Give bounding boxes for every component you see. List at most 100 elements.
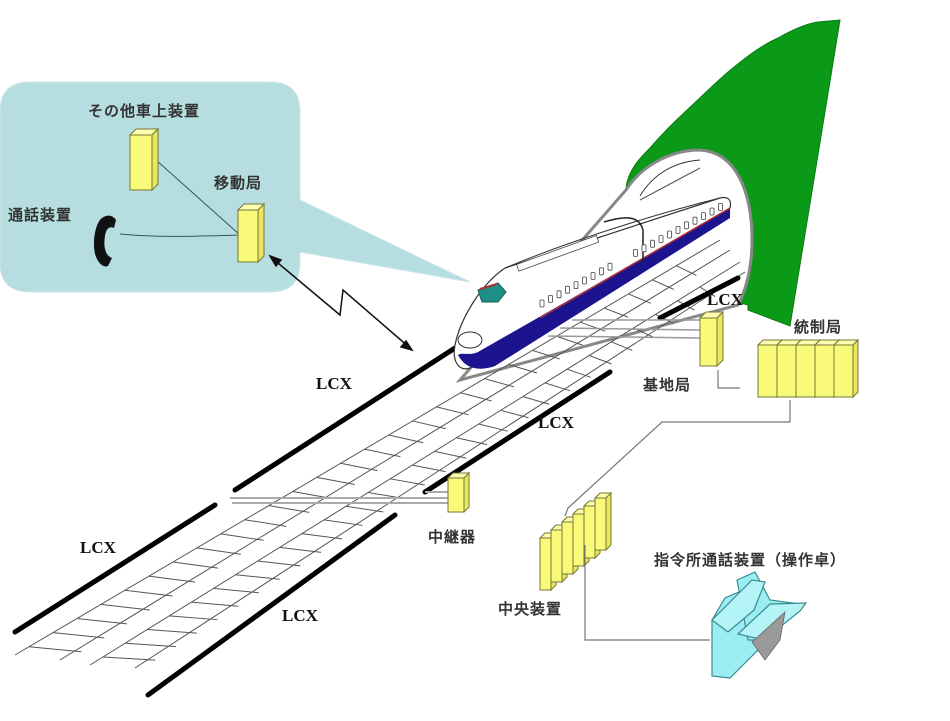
repeater-feed-lines <box>230 491 450 504</box>
base-station-box <box>698 310 725 368</box>
track-sleepers <box>29 265 716 661</box>
label-lcx-lower-left: LCX <box>80 538 116 557</box>
console-shadow <box>751 610 786 661</box>
sleeper <box>172 561 219 569</box>
sleeper <box>301 533 342 540</box>
cab-window-red-trim <box>479 283 498 290</box>
sleeper <box>279 546 322 553</box>
train-window <box>641 244 647 253</box>
lcx-cable-lower-left <box>12 502 218 635</box>
train-roof-unit <box>515 234 600 272</box>
lcx-cable-upper-left <box>232 345 458 493</box>
sleeper <box>589 355 612 365</box>
train-window <box>599 267 604 276</box>
onboard-wiring <box>119 159 241 237</box>
train-window <box>718 202 723 211</box>
train-window <box>548 294 553 303</box>
sleeper <box>390 478 425 486</box>
lcx-cables <box>12 275 741 698</box>
sleeper <box>102 656 156 661</box>
tunnel-ceiling-line <box>639 167 701 201</box>
sleeper <box>346 505 384 513</box>
sleeper <box>268 505 310 513</box>
train-window <box>573 281 579 290</box>
sleeper <box>456 437 488 446</box>
train-window <box>565 285 570 294</box>
train-window <box>701 212 706 221</box>
sleeper <box>124 589 173 597</box>
lcx-cable-mid-right <box>422 369 613 495</box>
label-lcx-upper-left: LCX <box>316 374 352 393</box>
sleeper <box>604 307 629 318</box>
other-onboard-equipment-box <box>128 127 160 192</box>
sleeper <box>532 349 560 360</box>
train-window <box>556 290 562 299</box>
sleeper <box>652 279 674 290</box>
sleeper <box>460 392 492 402</box>
sleeper <box>244 519 287 527</box>
shinkansen-train <box>453 196 732 370</box>
sleeper <box>544 382 571 392</box>
console-top <box>711 579 766 633</box>
train-window <box>607 262 613 271</box>
tunnel-inner-line <box>639 159 701 197</box>
sleeper <box>412 420 446 430</box>
sleeper <box>628 293 652 304</box>
label-lcx-lower-right: LCX <box>282 606 318 625</box>
lcx-cable-tunnel <box>657 275 741 321</box>
sleeper <box>388 434 424 444</box>
train-window <box>650 239 655 248</box>
sleeper <box>436 406 469 416</box>
label-base-station: 基地局 <box>643 376 692 394</box>
sleeper <box>611 341 633 351</box>
sleeper <box>364 448 401 458</box>
train-window <box>633 248 638 257</box>
speech-balloon <box>0 81 471 293</box>
label-lcx-tunnel: LCX <box>707 290 743 309</box>
sleeper <box>316 476 355 486</box>
label-other-onboard-equipment: その他車上装置 <box>88 102 201 120</box>
train-window <box>692 216 698 225</box>
sleeper <box>655 313 674 324</box>
sleeper <box>508 364 538 374</box>
sleeper <box>148 575 196 583</box>
train-window <box>675 225 681 234</box>
radio-link-arrow <box>268 254 414 352</box>
sleeper <box>522 396 550 405</box>
sleeper <box>125 642 176 648</box>
sleeper <box>100 603 150 611</box>
sleeper <box>29 646 82 653</box>
label-lcx-mid-right: LCX <box>538 413 574 432</box>
sleeper <box>566 368 591 378</box>
label-call-device: 通話装置 <box>8 206 73 224</box>
train-windows <box>539 202 723 308</box>
sleeper <box>412 464 446 473</box>
control-station-unit <box>832 338 860 399</box>
telephone-handset-icon <box>93 215 116 267</box>
base-station-feed-lines <box>547 319 701 339</box>
sleeper <box>434 450 467 459</box>
sleeper <box>53 632 105 639</box>
sleeper <box>235 574 280 580</box>
train-window <box>582 276 587 285</box>
label-dispatch-console: 指令所通話装置（操作卓） <box>654 551 847 569</box>
sleeper <box>196 547 241 555</box>
sleeper <box>500 409 529 419</box>
train-car-joint <box>603 217 644 262</box>
sleeper <box>478 423 508 432</box>
label-mobile-station: 移動局 <box>214 174 263 192</box>
lcx-cable-lower-right <box>145 512 398 698</box>
train-window <box>667 230 672 239</box>
train-red-stripe <box>539 207 731 319</box>
sleeper <box>213 587 259 594</box>
train-window <box>539 299 545 308</box>
sleeper <box>147 629 197 634</box>
train-window <box>590 271 596 280</box>
train-roof-line <box>504 197 721 269</box>
train-window <box>684 221 689 230</box>
label-control-station: 統制局 <box>794 318 843 336</box>
sleeper <box>580 321 606 332</box>
sleeper <box>76 617 128 625</box>
label-repeater: 中継器 <box>428 528 477 546</box>
sleeper <box>484 378 515 388</box>
